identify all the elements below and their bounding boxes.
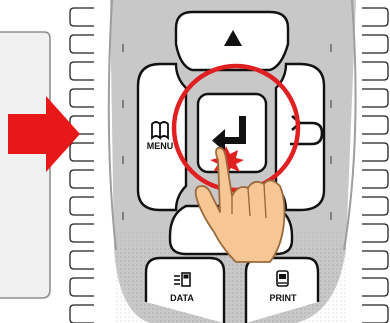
print-label: PRINT	[264, 293, 302, 303]
menu-label: MENU	[142, 141, 178, 151]
right-film-strip	[362, 8, 388, 323]
left-film-strip	[70, 8, 94, 323]
data-label: DATA	[164, 293, 200, 303]
left-device-panel	[0, 32, 50, 298]
